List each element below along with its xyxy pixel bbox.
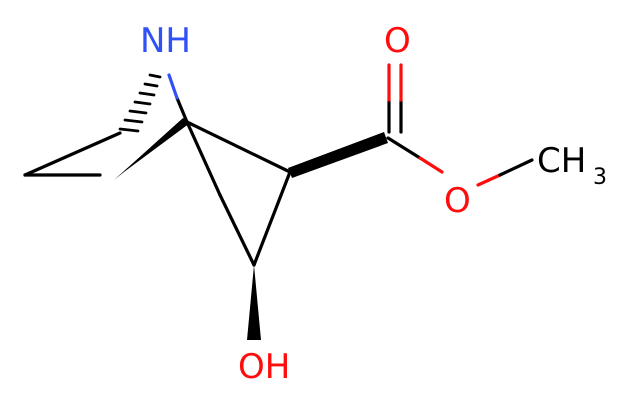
bond-oester-methyl-oxygen bbox=[476, 173, 502, 187]
bond-c5-c4 bbox=[185, 120, 292, 174]
methyl-subscript: 3 bbox=[593, 165, 607, 190]
methyl-label: CH bbox=[537, 141, 586, 181]
ester-oxygen-label: O bbox=[444, 181, 471, 221]
bond-c5-c6 bbox=[185, 120, 222, 197]
wedge-bond-c4-carboxyl bbox=[288, 132, 388, 178]
wedge-bond-c1-bridge bbox=[114, 118, 190, 180]
hash-bond-n-c1 bbox=[118, 73, 162, 133]
carbonyl-oxygen-label: O bbox=[384, 21, 411, 61]
bond-c-oester-oxygen bbox=[418, 156, 444, 174]
bond-n-c5-nitrogen bbox=[167, 73, 179, 100]
amine-label: NH bbox=[140, 21, 191, 61]
bond-c-oester-carbon bbox=[386, 136, 422, 160]
wedge-bond-c3-oh bbox=[247, 265, 261, 340]
bond-n-c5-carbon bbox=[175, 96, 189, 124]
hydroxyl-label: OH bbox=[238, 347, 290, 387]
bond-oester-methyl-carbon bbox=[498, 158, 534, 177]
bond-c6-c3 bbox=[218, 193, 256, 267]
bond-c1-c7 bbox=[23, 131, 122, 177]
bond-c3-c4 bbox=[252, 170, 292, 267]
